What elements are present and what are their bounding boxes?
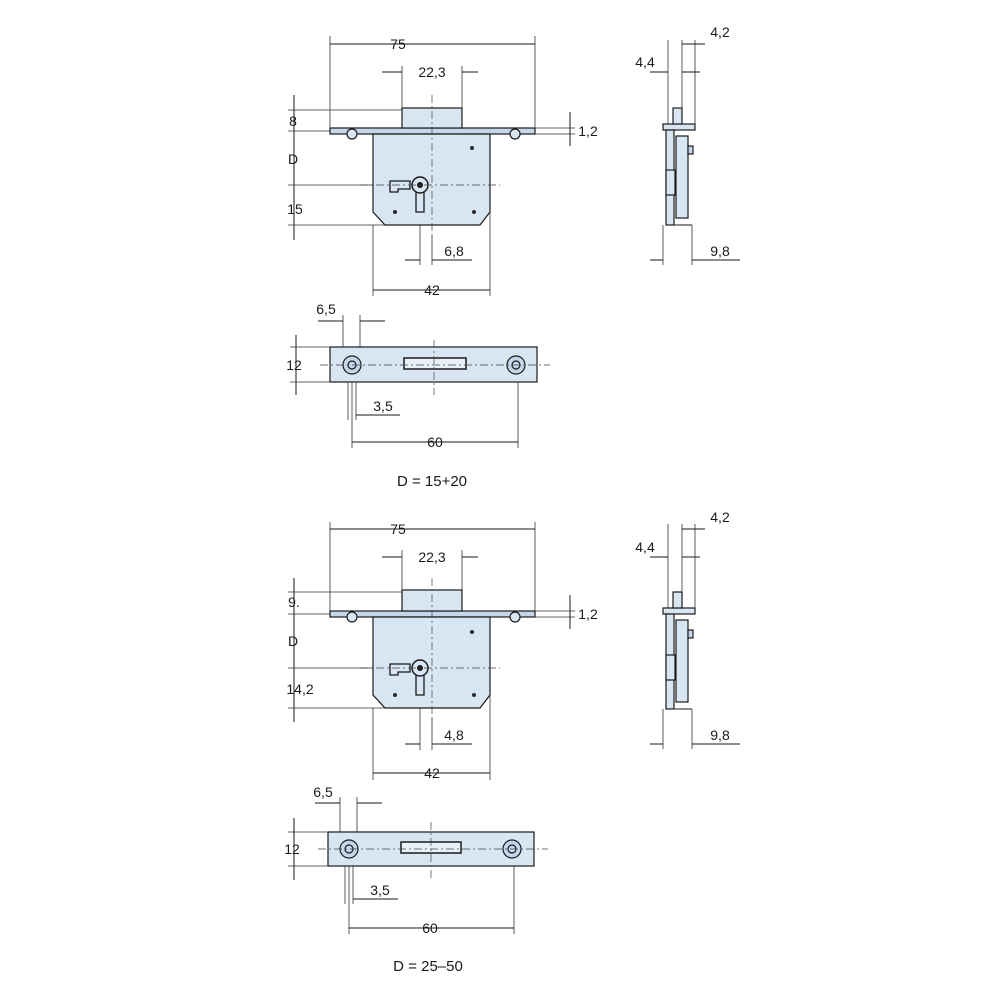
dim-faceplate-thickness: 1,2 <box>578 123 598 139</box>
dim-width-75: 75 <box>390 36 406 52</box>
dim-side-9-8: 9,8 <box>710 243 730 259</box>
lock-side-view-2: 4,4 4,2 9,8 <box>635 509 740 749</box>
dim-bolt-width-b: 22,3 <box>418 549 445 565</box>
front-dimensions-2: 75 22,3 9. D 14,2 1,2 4,8 <box>286 521 598 781</box>
strike-plate-1: 6,5 12 3,5 60 <box>286 301 550 450</box>
dim-backset-d-b: D <box>288 633 298 649</box>
lock-side-view-1: 4,4 4,2 9,8 <box>635 24 740 265</box>
dim-plate-60-b: 60 <box>422 920 438 936</box>
front-dimensions-1: 75 22,3 8 D 15 1,2 6,8 <box>287 36 598 298</box>
dim-side-4-2: 4,2 <box>710 24 730 40</box>
variant-caption-2: D = 25–50 <box>393 958 463 975</box>
dim-width-75-b: 75 <box>390 521 406 537</box>
dim-plate-12-b: 12 <box>284 841 300 857</box>
dim-side-4-4-b: 4,4 <box>635 539 655 555</box>
lock-front-view-1 <box>329 95 536 235</box>
dim-body-width: 42 <box>424 282 440 298</box>
dim-side-4-4: 4,4 <box>635 54 655 70</box>
dim-faceplate-thickness-b: 1,2 <box>578 606 598 622</box>
dim-plate-6-5: 6,5 <box>316 301 336 317</box>
dim-bolt-height-b: 9. <box>288 594 300 610</box>
dim-lower-height-b: 14,2 <box>286 681 313 697</box>
dim-bolt-width: 22,3 <box>418 64 445 80</box>
lock-front-view-2 <box>329 578 536 718</box>
dim-keyhole-offset: 6,8 <box>444 243 464 259</box>
dim-backset-d: D <box>288 151 298 167</box>
variant-caption-1: D = 15+20 <box>397 473 467 490</box>
dim-side-4-2-b: 4,2 <box>710 509 730 525</box>
dim-plate-6-5-b: 6,5 <box>313 784 333 800</box>
dim-lower-height: 15 <box>287 201 303 217</box>
dim-body-width-b: 42 <box>424 765 440 781</box>
dim-plate-12: 12 <box>286 357 302 373</box>
dim-plate-3-5-b: 3,5 <box>370 882 390 898</box>
variant-1: 75 22,3 8 D 15 1,2 6,8 <box>286 24 740 490</box>
variant-2: 75 22,3 9. D 14,2 1,2 4,8 <box>284 509 740 975</box>
dim-bolt-height: 8 <box>289 113 297 129</box>
strike-plate-2: 6,5 12 3,5 60 <box>284 784 548 936</box>
dim-side-9-8-b: 9,8 <box>710 727 730 743</box>
dim-plate-3-5: 3,5 <box>373 398 393 414</box>
dim-plate-60: 60 <box>427 434 443 450</box>
dim-keyhole-offset-b: 4,8 <box>444 727 464 743</box>
